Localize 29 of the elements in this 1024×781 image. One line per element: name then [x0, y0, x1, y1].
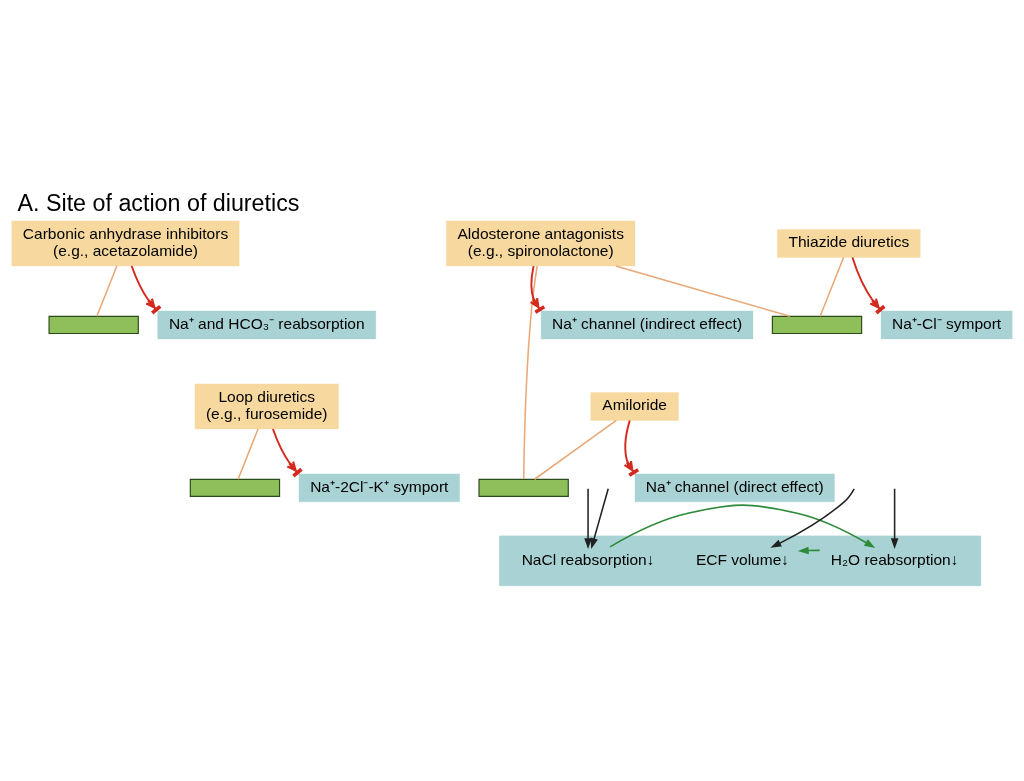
connector	[615, 265, 791, 318]
node-box: Loop diuretics (e.g., furosemide)	[194, 383, 339, 430]
arrow	[770, 488, 855, 548]
node-box: Na⁺ and HCO₃⁻ reabsorption	[157, 310, 376, 340]
connector	[96, 265, 118, 317]
node-box: Carbonic anhydrase inhibitors (e.g., acetazolamide)	[11, 220, 240, 267]
node-box: Aldosterone antagonists (e.g., spironolactone)	[446, 220, 636, 267]
node-box: Amiloride	[590, 392, 679, 421]
connector	[819, 256, 845, 318]
node-text: NaCl reabsorption↓	[521, 550, 655, 568]
arrow	[584, 487, 598, 550]
node-box: Na⁺-2Cl⁻-K⁺ symport	[298, 473, 460, 503]
arrow	[609, 504, 876, 549]
node-bar	[771, 315, 863, 335]
connector	[522, 265, 538, 480]
node-bar	[478, 478, 569, 497]
node-box: Na⁺-Cl⁻ symport	[880, 310, 1013, 340]
node-text: H₂O reabsorption↓	[830, 550, 959, 568]
node-box: Na⁺ channel (indirect effect)	[540, 310, 754, 340]
connector	[237, 428, 259, 480]
arrow	[890, 487, 899, 550]
node-text: ECF volume↓	[695, 550, 790, 568]
node-bar	[48, 315, 139, 335]
connector	[533, 419, 618, 481]
node-box: Thiazide diuretics	[777, 229, 921, 258]
node-bar	[189, 478, 281, 497]
arrow	[584, 487, 609, 550]
diagram-title: A. Site of action of diuretics	[17, 189, 300, 216]
node-box: Na⁺ channel (direct effect)	[634, 473, 835, 503]
